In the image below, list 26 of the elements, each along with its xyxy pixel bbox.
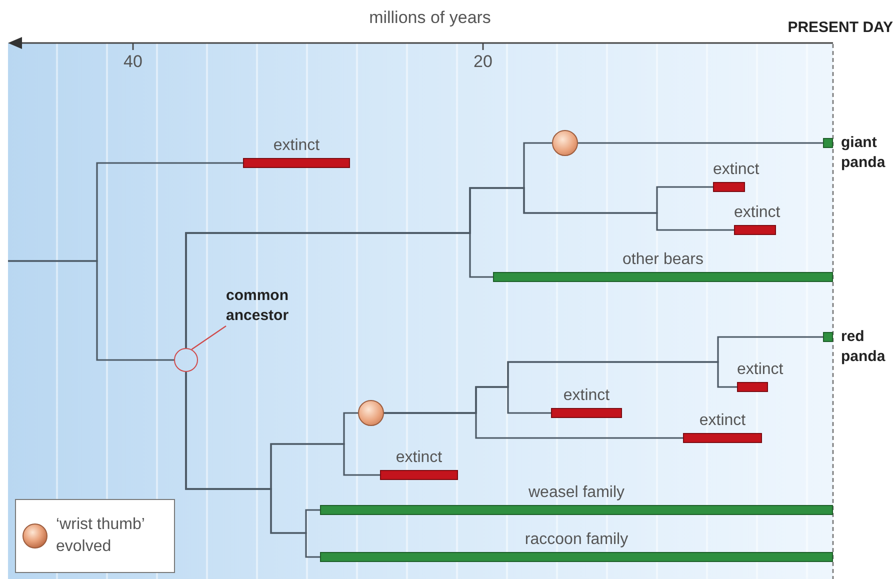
axis-title: millions of years	[368, 8, 492, 28]
tick-label: 20	[472, 52, 494, 72]
tree-branch-line	[185, 232, 493, 348]
evolution-marker-circle	[358, 400, 384, 426]
branch-label: extinct	[699, 411, 746, 431]
evolution-marker-circle	[552, 130, 578, 156]
legend-text: ‘wrist thumb’ evolved	[56, 515, 146, 557]
tree-branch-line	[8, 260, 174, 361]
branch-label: extinct	[734, 203, 780, 223]
branch-label: extinct	[396, 448, 442, 468]
species-name: giant panda	[841, 133, 886, 173]
branch-label: extinct	[713, 160, 760, 180]
branch-label: weasel family	[528, 483, 625, 503]
callout-label: common ancestor	[226, 286, 308, 326]
branch-label: extinct	[273, 136, 320, 156]
tick-label: 40	[122, 52, 144, 72]
tree-branch-line	[384, 412, 683, 439]
species-name: red panda	[841, 327, 886, 367]
branch-label: other bears	[622, 250, 704, 270]
leader-line	[191, 326, 226, 350]
present-day-label: PRESENT DAY	[786, 18, 893, 38]
tree-branch-line	[578, 142, 823, 144]
branch-label: raccoon family	[524, 530, 628, 550]
ancestor-circle	[174, 348, 198, 372]
branch-label: extinct	[737, 360, 784, 380]
branch-label: extinct	[563, 386, 610, 406]
